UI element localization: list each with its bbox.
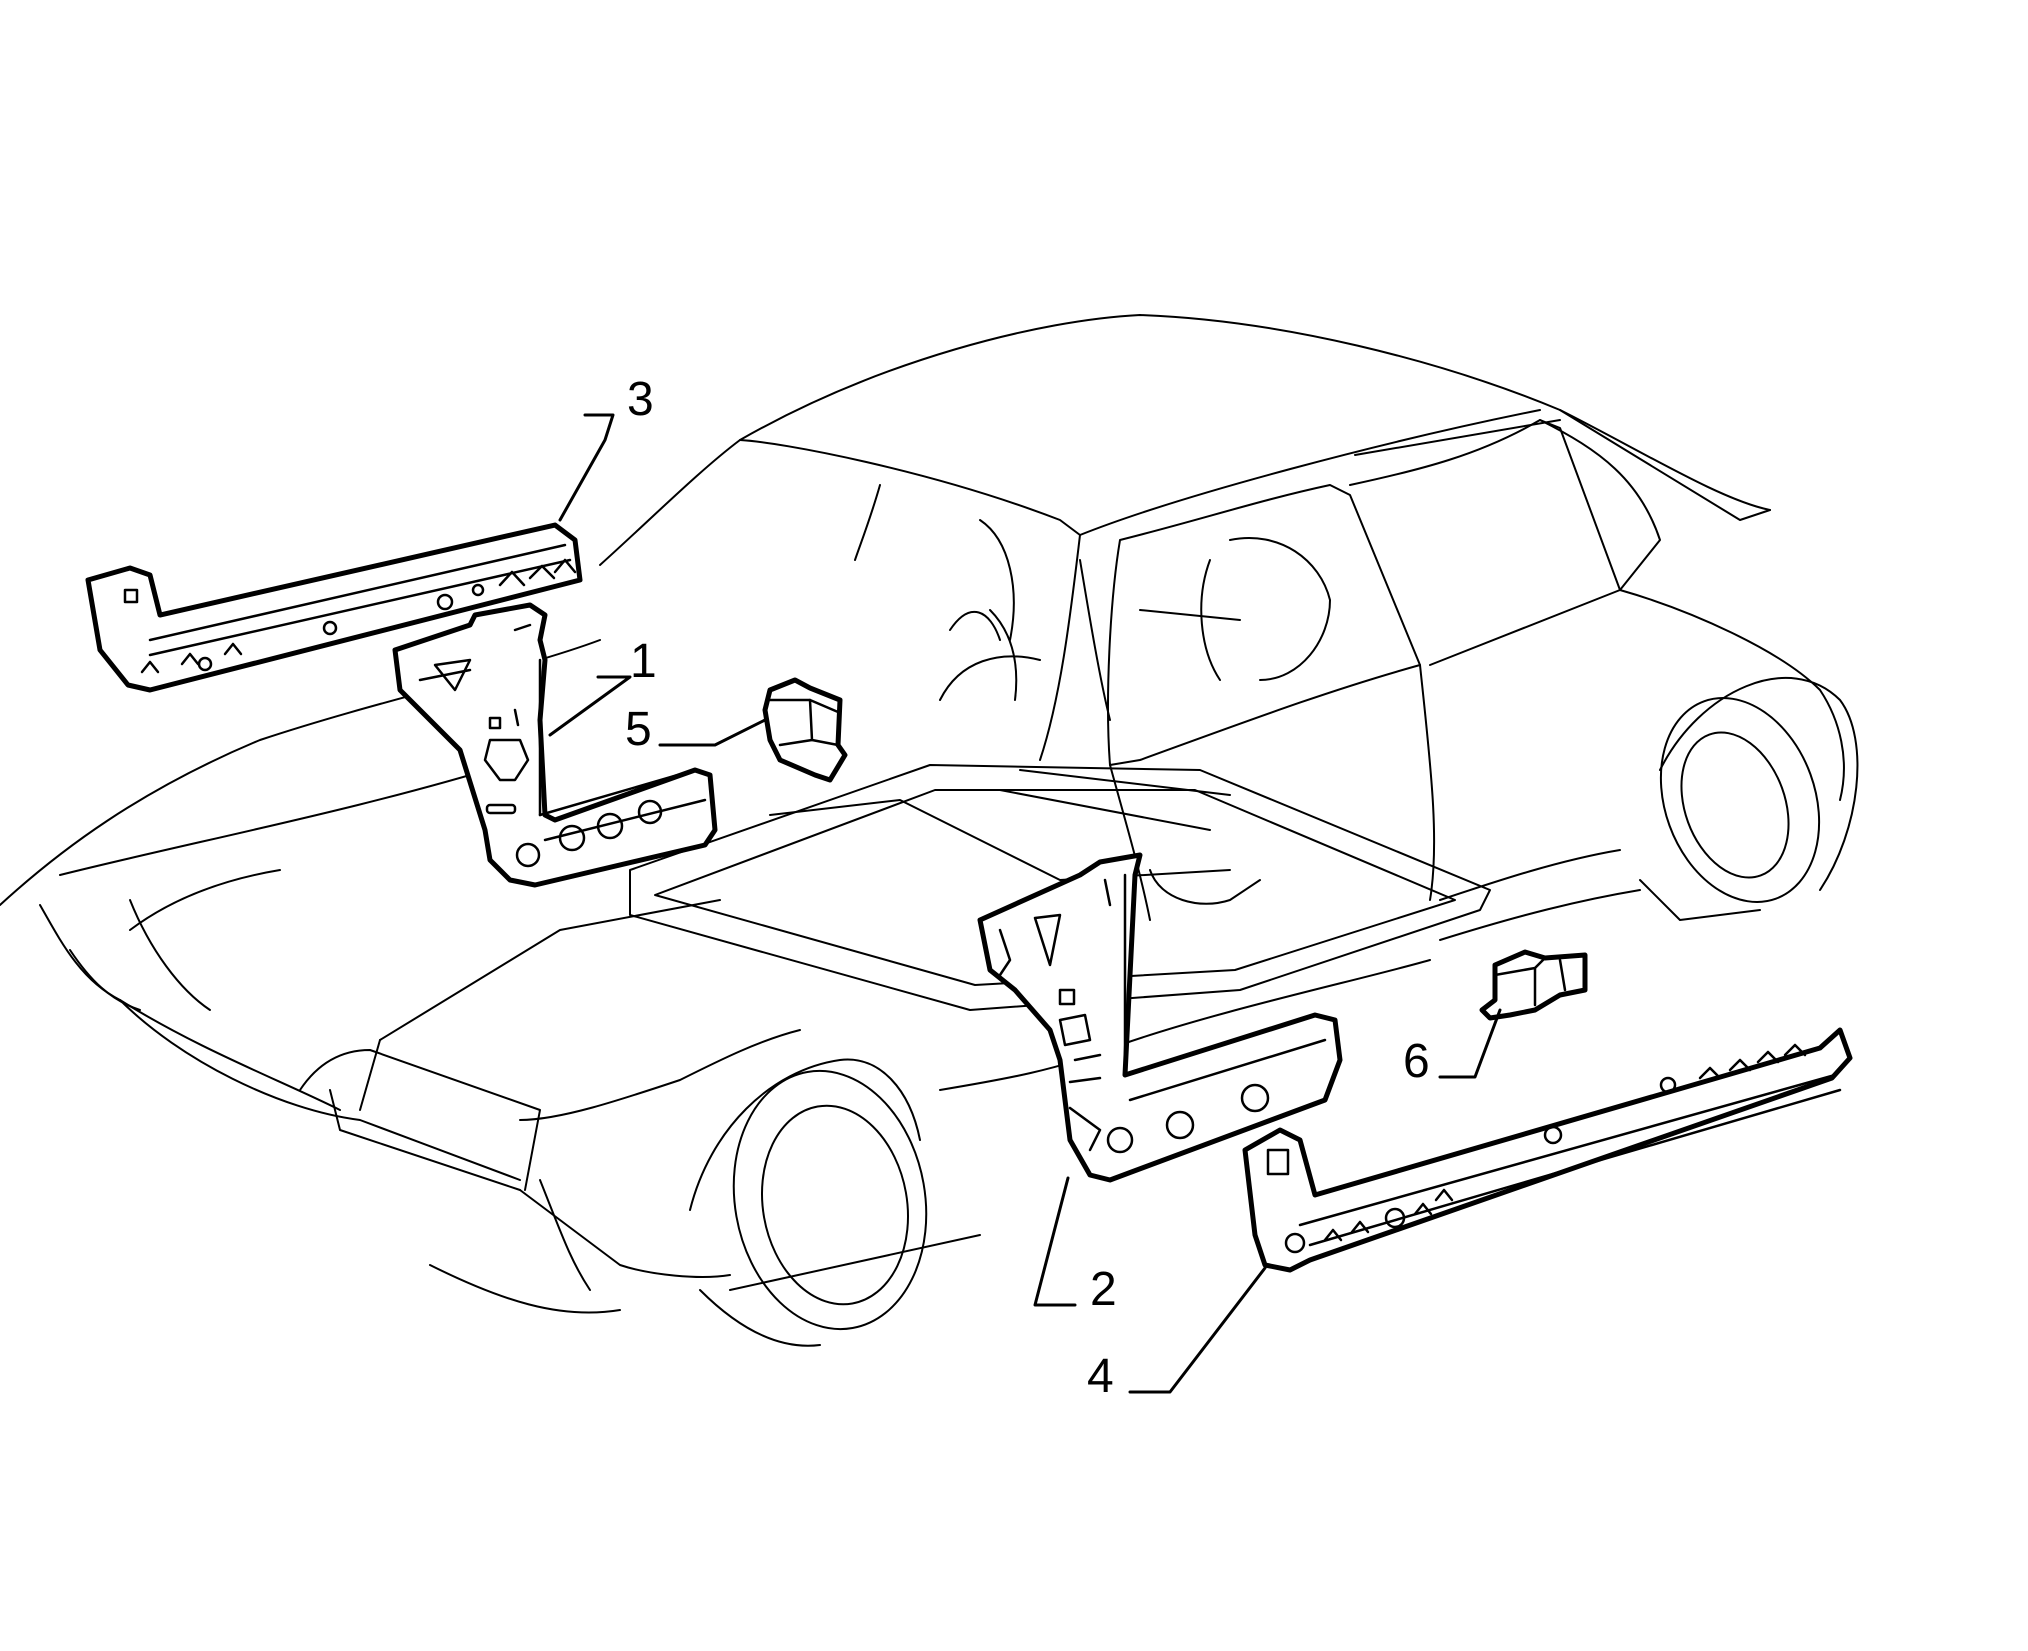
callout-label-1: 1 [630, 635, 657, 688]
part-5-left-bracket [762, 677, 848, 783]
part-2-right-pillar-reinforcement [977, 852, 1343, 1183]
callout-2: 2 [1033, 1176, 1117, 1316]
callout-label-5: 5 [625, 703, 652, 756]
part-6-right-bracket [1479, 949, 1588, 1021]
callout-label-6: 6 [1403, 1035, 1430, 1088]
car-body-outline [0, 314, 1859, 1347]
callout-label-4: 4 [1087, 1350, 1114, 1403]
callout-4: 4 [1087, 1266, 1267, 1403]
callout-label-2: 2 [1090, 1263, 1117, 1316]
callout-6: 6 [1403, 1008, 1502, 1088]
callout-label-3: 3 [627, 373, 654, 426]
part-4-right-sill [1242, 1027, 1853, 1273]
callout-3: 3 [558, 373, 654, 522]
callout-5: 5 [625, 703, 767, 756]
part-3-left-sill [85, 522, 583, 693]
callout-1: 1 [548, 635, 657, 737]
part-1-left-pillar-reinforcement [392, 602, 718, 888]
